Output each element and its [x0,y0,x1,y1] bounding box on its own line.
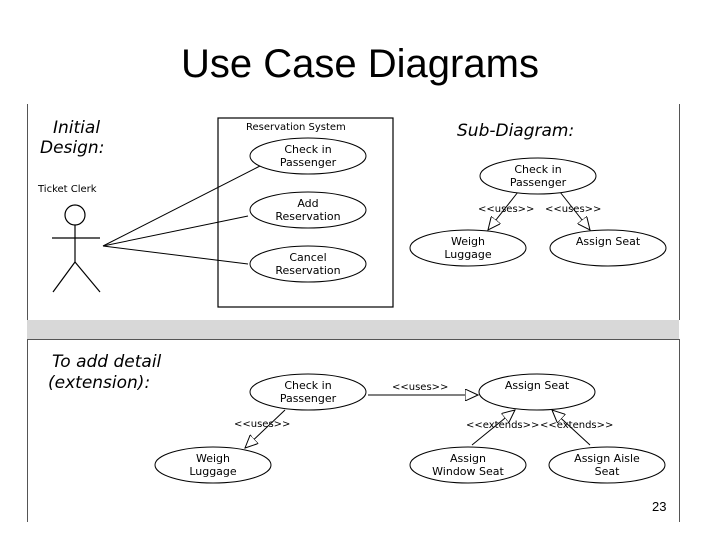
stick-figure-actor [52,204,101,293]
use-case-label: Assign [450,452,486,465]
sub-use-case-weigh-luggage: Weigh Luggage [409,229,527,267]
use-case-label: Weigh [451,235,485,248]
sub-use-case-check-in: Check in Passenger [479,157,597,195]
ext-use-case-window-seat: Assign Window Seat [409,446,527,484]
use-case-label: Check in [284,379,331,392]
sub-diagram-heading: Sub-Diagram: [457,121,574,141]
use-case-label: Check in [284,143,331,156]
actor-associations [102,165,261,265]
use-case-label: Assign Aisle [574,452,640,465]
extension-panel [27,339,680,522]
use-case-label: Reservation [275,210,340,223]
use-case-label: Seat [595,465,620,478]
use-case-cancel-reservation: Cancel Reservation [249,245,367,283]
system-label: Reservation System [246,122,346,133]
ext-use-case-assign-seat: Assign Seat [478,373,596,411]
use-case-label: Reservation [275,264,340,277]
sub-uses-label-right: <<uses>> [545,204,601,215]
sub-uses-connectors [488,191,590,230]
use-case-label: Luggage [444,248,492,261]
sub-uses-label-left: <<uses>> [478,204,534,215]
use-case-label: Assign Seat [576,235,641,248]
use-case-label: Luggage [189,465,237,478]
use-case-label: Passenger [280,392,337,405]
use-case-label: Cancel [289,251,326,264]
actor-label: Ticket Clerk [37,184,97,195]
use-case-label: Passenger [280,156,337,169]
panel-separator [27,320,679,339]
sub-use-case-assign-seat: Assign Seat [549,229,667,267]
use-case-label: Assign Seat [505,379,570,392]
use-case-label: Passenger [510,176,567,189]
extension-heading-line2: (extension): [48,373,150,393]
initial-heading-line2: Design: [40,138,104,158]
extends-label-right: <<extends>> [540,420,613,431]
use-case-add-reservation: Add Reservation [249,191,367,229]
use-case-label: Window Seat [432,465,504,478]
extension-heading-line1: To add detail [52,352,162,372]
ext-use-case-aisle-seat: Assign Aisle Seat [548,446,666,484]
initial-heading-line1: Initial [53,118,100,138]
system-boundary [217,117,394,308]
uses-label-weigh: <<uses>> [234,419,290,430]
ext-use-case-weigh-luggage: Weigh Luggage [154,446,272,484]
use-case-label: Check in [514,163,561,176]
uses-label-main: <<uses>> [392,382,448,393]
page-number: 23 [652,499,667,514]
use-case-check-in: Check in Passenger [249,137,367,175]
use-case-label: Add [297,197,318,210]
extension-connectors [245,395,591,448]
use-case-label: Weigh [196,452,230,465]
slide-title: Use Case Diagrams [181,42,539,86]
ext-use-case-check-in: Check in Passenger [249,373,367,411]
extends-label-left: <<extends>> [466,420,539,431]
